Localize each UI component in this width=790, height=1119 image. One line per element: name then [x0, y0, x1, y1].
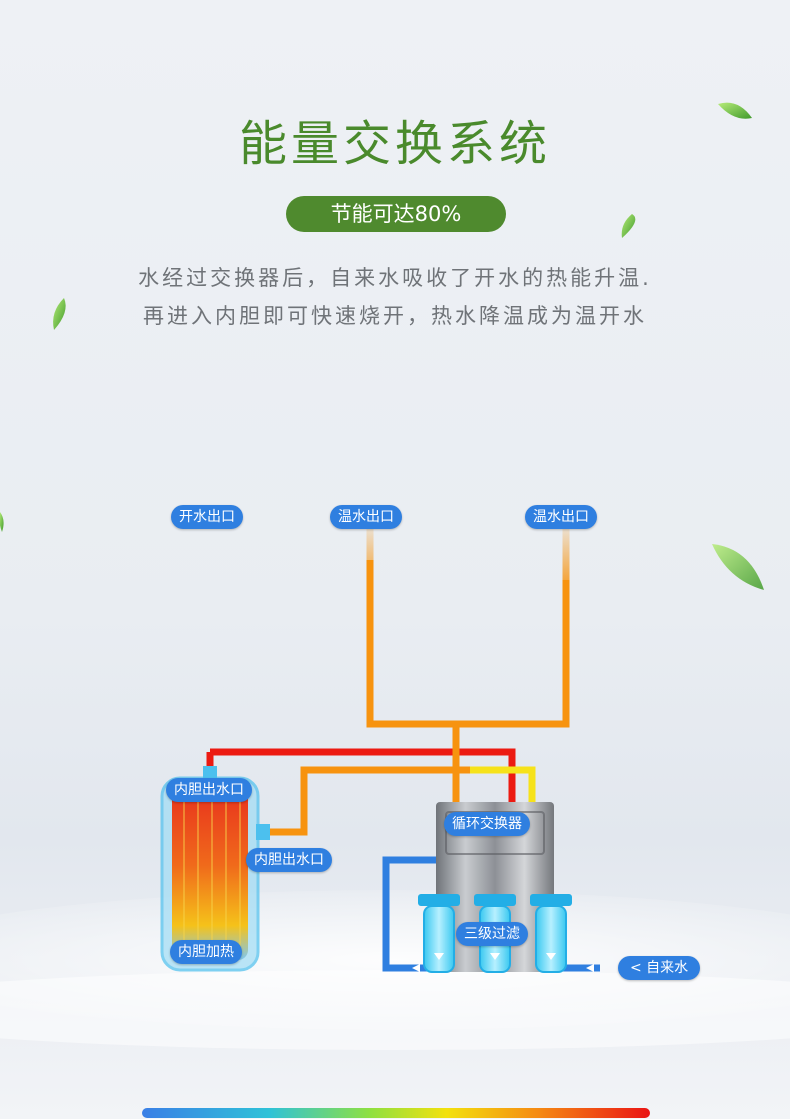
- warm-water-outlet-label-2: 温水出口: [525, 505, 597, 529]
- leaf-icon: [621, 214, 636, 238]
- tank-outlet-side-label: 内胆出水口: [246, 848, 332, 872]
- filters-label: 三级过滤: [456, 922, 528, 946]
- hot-exchange-pipe: [210, 748, 516, 804]
- temperature-scale-bar: [142, 1108, 650, 1118]
- tank-outlet-top-label: 内胆出水口: [166, 778, 252, 802]
- tap-water-label: < 自来水: [618, 956, 701, 980]
- warm-water-outlet-label-1: 温水出口: [330, 505, 402, 529]
- leaf-icon: [718, 102, 752, 119]
- page-title: 能量交换系统: [238, 116, 551, 172]
- description-line-2: 再进入内胆即可快速烧开，热水降温成为温开水: [143, 304, 647, 328]
- exchanger-label: 循环交换器: [444, 812, 530, 836]
- leaf-icon: [712, 544, 764, 590]
- warm-water-pipe: [366, 528, 570, 728]
- energy-saving-badge: 节能可达80%: [286, 196, 506, 232]
- leaf-icon: [0, 512, 4, 532]
- leaf-icon: [53, 298, 66, 330]
- boiling-water-outlet-label: 开水出口: [171, 505, 243, 529]
- mild-water-pipe: [470, 766, 536, 804]
- tank-heating-label: 内胆加热: [170, 940, 242, 964]
- inner-tank: [160, 766, 270, 972]
- tank-side-pipe: [270, 766, 470, 836]
- description-line-1: 水经过交换器后，自来水吸收了开水的热能升温.: [138, 266, 652, 290]
